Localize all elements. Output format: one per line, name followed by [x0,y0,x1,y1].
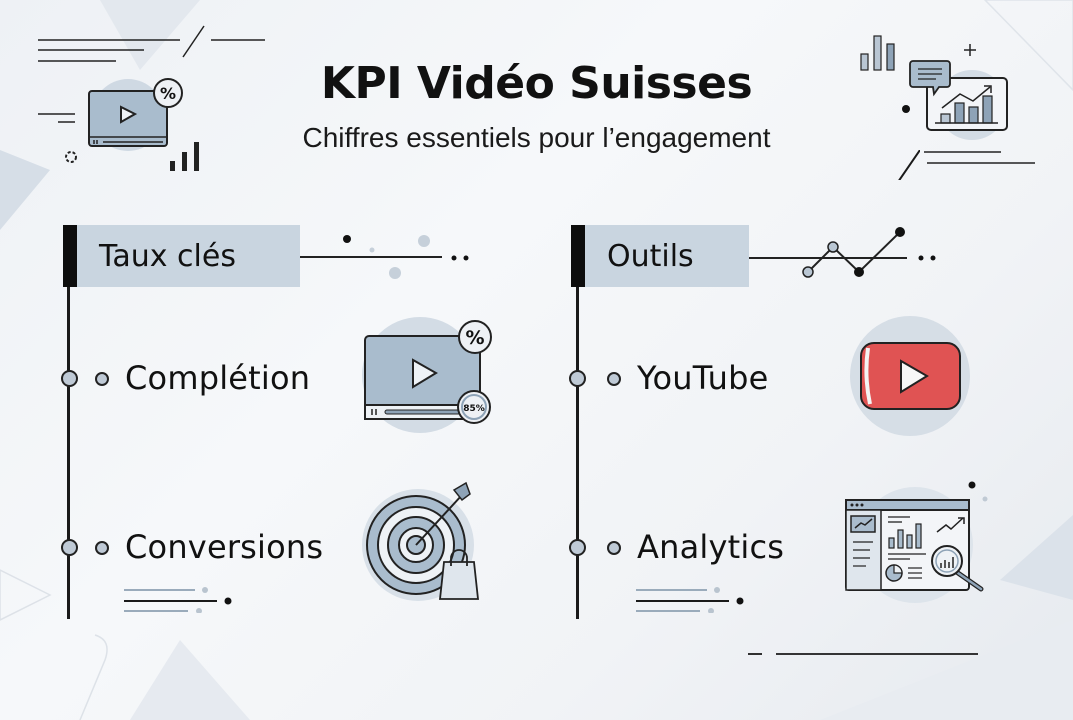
bullet-dot [607,541,621,555]
bullet-dot [95,372,109,386]
svg-text:%: % [465,327,484,349]
target-arrow-shopping-bag-icon [362,481,480,601]
timeline-node [61,370,78,387]
section-2-decoration [749,227,936,278]
timeline-line-right [576,287,579,619]
bullet-dot [607,372,621,386]
timeline-node [569,370,586,387]
section-accent-bar [571,225,585,287]
youtube-play-icon [850,316,970,436]
section-1-decoration [300,235,469,279]
svg-text:%: % [160,84,176,103]
page-subtitle: Chiffres essentiels pour l’engagement [302,122,771,153]
section-header-outils: Outils [571,225,749,287]
analytics-dashboard-icon [845,481,988,603]
completion-badge: 85% [463,404,485,414]
timeline-node [61,539,78,556]
item-youtube: YouTube [637,359,769,397]
video-player-percent-icon: % 85% [362,317,492,433]
item-analytics: Analytics [637,528,785,566]
decorative-lines [636,587,744,613]
item-completion: Complétion [125,359,311,397]
bullet-dot [95,541,109,555]
section-header-taux-cles: Taux clés [63,225,300,287]
item-conversions: Conversions [125,528,324,566]
section-accent-bar [63,225,77,287]
page-title: KPI Vidéo Suisses [320,58,753,109]
bottom-line-decoration [748,653,978,655]
timeline-node [569,539,586,556]
top-right-decoration [860,35,1035,164]
top-left-decoration: % [38,25,265,171]
section-title: Outils [607,238,694,274]
timeline-line-left [67,287,70,619]
section-title: Taux clés [99,238,236,274]
header-underline [898,150,920,180]
decorative-lines [124,587,232,613]
